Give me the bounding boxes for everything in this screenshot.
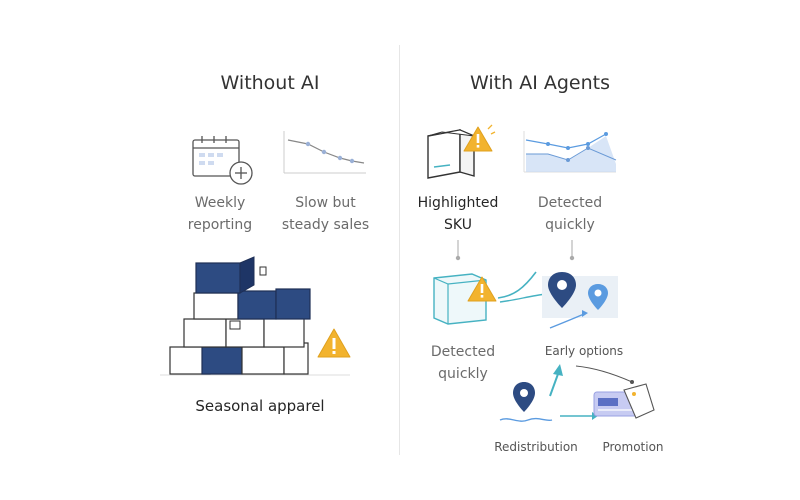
warning-icon <box>317 328 351 358</box>
right-title: With AI Agents <box>470 72 610 94</box>
center-divider <box>399 45 400 455</box>
map-pins-icon <box>542 272 618 329</box>
left-title: Without AI <box>220 72 320 94</box>
detected-box-icon <box>433 273 487 325</box>
detected-quickly-mid-label: Detected quickly <box>430 344 496 382</box>
declining-sales-chart-icon <box>283 131 366 174</box>
connector-lines <box>455 240 575 261</box>
rising-sales-chart-icon <box>523 131 617 173</box>
stacked-boxes-illustration <box>160 256 350 376</box>
weekly-reporting-label: Weekly reporting <box>187 195 253 233</box>
slow-sales-label: Slow but steady sales <box>281 195 370 233</box>
calendar-plus-icon <box>192 136 253 185</box>
early-options-label: Early options <box>544 344 624 358</box>
warning-icon <box>463 124 496 152</box>
options-illustration <box>499 364 655 422</box>
seasonal-apparel-label: Seasonal apparel <box>195 397 325 415</box>
redistribution-label: Redistribution <box>494 440 578 454</box>
warning-icon <box>467 276 497 302</box>
detected-quickly-top-label: Detected quickly <box>537 195 603 233</box>
promotion-label: Promotion <box>602 440 664 454</box>
highlighted-sku-label: Highlighted SKU <box>417 195 499 233</box>
